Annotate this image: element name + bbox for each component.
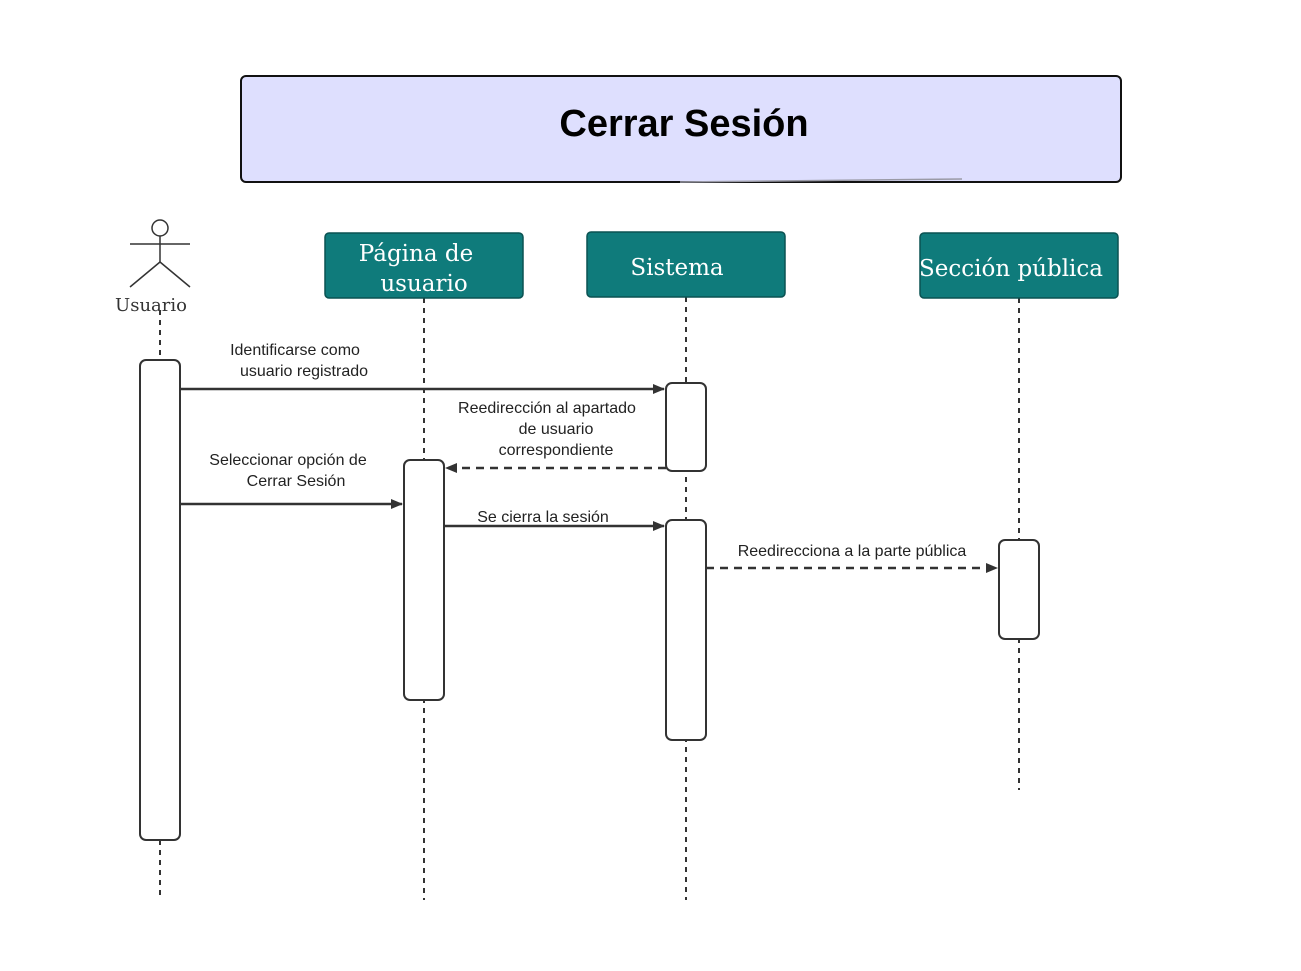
actor-label: Usuario	[115, 295, 187, 316]
activation-sistema-1	[665, 382, 707, 472]
message-label-line-1: Seleccionar opción de	[209, 452, 367, 469]
message-label-line-2: usuario registrado	[240, 363, 368, 380]
activation-sistema-2	[665, 519, 707, 741]
message-label-line-2: de usuario	[519, 421, 594, 438]
message-label-line-1: Reedirección al apartado	[458, 400, 636, 417]
diagram-title: Cerrar Sesión	[559, 103, 808, 145]
message-label-line-1: Identificarse como	[230, 342, 360, 359]
message-label-line-1: Reedirecciona a la parte pública	[738, 543, 967, 560]
activation-pagina	[403, 459, 445, 701]
actor-left-leg	[129, 261, 161, 288]
message-seleccionar: Seleccionar opción de Cerrar Sesión	[180, 452, 403, 509]
activation-usuario	[139, 359, 181, 841]
participant-sistema: Sistema	[586, 231, 786, 298]
participant-label-line-2: usuario	[380, 271, 467, 297]
participant-box	[324, 232, 524, 299]
message-label-line-1: Se cierra la sesión	[477, 509, 609, 526]
message-label-line-3: correspondiente	[499, 442, 614, 459]
participant-box	[919, 232, 1119, 299]
activation-seccion	[998, 539, 1040, 640]
participant-label-line-1: Página de	[359, 241, 473, 267]
message-label-line-2: Cerrar Sesión	[247, 473, 346, 490]
message-identificarse: Identificarse como usuario registrado	[180, 342, 665, 394]
participant-box	[586, 231, 786, 298]
participant-pagina: Página de usuario	[324, 232, 524, 299]
participant-label-line-1: Sistema	[630, 255, 724, 281]
message-cierra-sesion: Se cierra la sesión	[444, 509, 665, 531]
actor-usuario: Usuario	[115, 219, 191, 316]
participant-seccion: Sección pública	[919, 232, 1119, 299]
participant-label-line-1: Sección pública	[919, 256, 1103, 282]
actor-head	[151, 219, 169, 237]
message-reedirecciona-publica: Reedirecciona a la parte pública	[706, 543, 998, 573]
actor-right-leg	[159, 261, 191, 288]
message-reedireccion: Reedirección al apartado de usuario corr…	[445, 400, 666, 473]
title-banner-shadow	[679, 178, 963, 183]
